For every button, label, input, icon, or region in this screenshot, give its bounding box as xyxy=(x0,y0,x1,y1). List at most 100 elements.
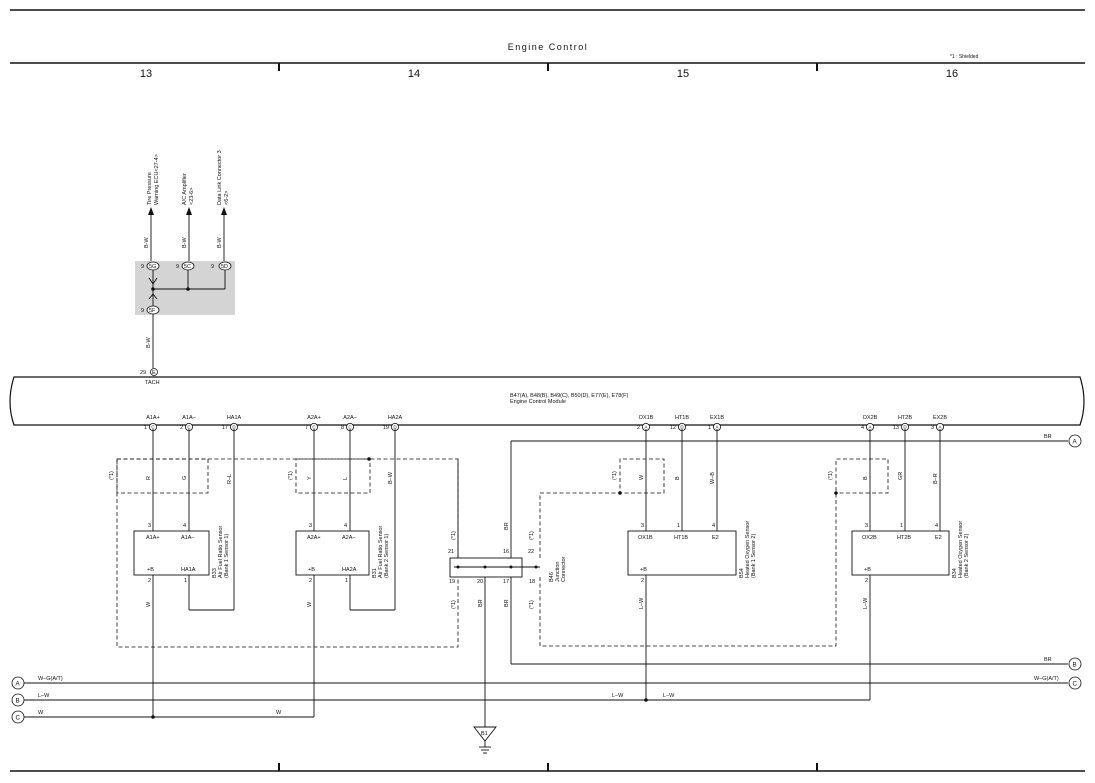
ecm-pin-conn-letter: D xyxy=(680,425,684,430)
bus-label: L–W xyxy=(612,693,624,699)
diagram-label: HT2B xyxy=(897,535,911,541)
sensor-b33 xyxy=(133,530,210,576)
bus-label: L–W xyxy=(38,693,50,699)
wire-label: BR xyxy=(478,599,484,607)
sensor-b31 xyxy=(295,530,370,576)
diagram-label: B xyxy=(16,698,20,705)
column-number: 13 xyxy=(140,68,152,80)
diagram-label: B46 xyxy=(549,572,555,582)
ecm-pin-conn-letter: A xyxy=(715,425,718,430)
ecm-pin-name: A1A+ xyxy=(146,415,160,421)
wire-label: BR xyxy=(504,522,510,530)
ecm-pin-number: 8 xyxy=(341,425,344,431)
wire-label: L–W xyxy=(863,597,869,609)
sensor-b54 xyxy=(627,530,737,576)
diagram-label: Junction xyxy=(555,562,561,583)
diagram-label: HT1B xyxy=(674,535,688,541)
wire-label: B–W xyxy=(388,471,394,484)
wire-label: Y xyxy=(307,476,313,480)
wire-label: W xyxy=(146,601,152,607)
diagram-label: 1 xyxy=(345,578,348,584)
diagram-label: 5C xyxy=(184,264,191,270)
diagram-label: Air Fuel Ratio Sensor xyxy=(378,526,384,578)
diagram-label: A2A– xyxy=(342,535,356,541)
wire-label: B-W xyxy=(182,237,188,249)
diagram-label: 2 xyxy=(865,578,868,584)
diagram-label: 5G xyxy=(149,264,156,270)
diagram-label: (*1) xyxy=(109,471,115,480)
diagram-label: +B xyxy=(640,567,647,573)
ecm-pin-conn-letter: D xyxy=(903,425,907,430)
diagram-label: B54 xyxy=(739,568,745,578)
diagram-label: 2 xyxy=(309,578,312,584)
diagram-label: 1 xyxy=(677,523,680,529)
wire-label: W–B xyxy=(710,472,716,484)
diagram-label: 9 xyxy=(211,264,214,270)
diagram-label: (Bank 2 Sensor 1) xyxy=(384,534,390,578)
diagram-label: 20 xyxy=(477,579,483,585)
bus-label: L–W xyxy=(663,693,675,699)
diagram-label: Warning ECU<27-4> xyxy=(154,154,160,205)
bus-label: W–G(A/T) xyxy=(38,676,63,682)
ecm-pin-name: A2A+ xyxy=(307,415,321,421)
ecm-pin-number: 12 xyxy=(670,425,676,431)
connector-c-left: C xyxy=(11,710,25,724)
diagram-label: <6-2> xyxy=(224,191,230,205)
diagram-label: B33 xyxy=(212,568,218,578)
ecm-pin-name: HT2B xyxy=(898,415,912,421)
diagram-label: B1 xyxy=(481,731,488,737)
ecm-pin-conn-letter: A xyxy=(644,425,647,430)
shield-outline xyxy=(116,458,459,648)
ecm-name: Engine Control Module xyxy=(510,399,566,405)
ecm-pin-conn-letter: C xyxy=(151,425,155,430)
ecm-pin-conn-letter: D xyxy=(232,425,236,430)
diagram-label: 3 xyxy=(148,523,151,529)
diagram-label: A1A+ xyxy=(146,535,160,541)
ecm-pin-conn-letter: C xyxy=(348,425,352,430)
diagram-label: 9 xyxy=(176,264,179,270)
diagram-label: 4 xyxy=(712,523,715,529)
diagram-label: (*1) xyxy=(828,471,834,480)
diagram-label: B31 xyxy=(372,568,378,578)
ecm-pin-name: EX1B xyxy=(710,415,724,421)
off-page-wire: BR xyxy=(1044,657,1052,663)
ecm-pin-name: HT1B xyxy=(675,415,689,421)
tach-conn: E xyxy=(152,370,156,376)
ecm-pin-number: 4 xyxy=(861,425,864,431)
sensor-b34 xyxy=(851,530,950,576)
column-number: 16 xyxy=(946,68,958,80)
connector-c-right: C xyxy=(1068,676,1082,690)
diagram-label: A2A+ xyxy=(307,535,321,541)
diagram-label: 5F xyxy=(149,308,156,314)
ecm-pin-name: EX2B xyxy=(933,415,947,421)
wire-label: B xyxy=(863,476,869,480)
diagram-label: 22 xyxy=(528,549,534,555)
diagram-label: 4 xyxy=(183,523,186,529)
ecm-pin-number: 3 xyxy=(931,425,934,431)
diagram-label: (Bank 1 Sensor 1) xyxy=(224,534,230,578)
wire-label: B-W xyxy=(217,237,223,249)
diagram-label: (*1) xyxy=(288,471,294,480)
diagram-label: Connector xyxy=(561,556,567,582)
ecm-pin-conn-letter: C xyxy=(187,425,191,430)
diagram-label: A xyxy=(1073,439,1078,446)
bus-label: W xyxy=(276,710,282,716)
ecm-pin-name: OX1B xyxy=(639,415,654,421)
ecm-pin-number: 19 xyxy=(383,425,389,431)
diagram-label: (Bank 2 Sensor 2) xyxy=(964,534,970,578)
column-number: 14 xyxy=(408,68,420,80)
ecm-pin-number: 7 xyxy=(305,425,308,431)
connector-b-right: B xyxy=(1068,657,1082,671)
diagram-label: OX2B xyxy=(862,535,877,541)
diagram-label: (*1) xyxy=(451,531,457,540)
ecm-pin-conn-letter: A xyxy=(868,425,871,430)
diagram-label: 3 xyxy=(865,523,868,529)
ground-icon: B1 xyxy=(473,726,497,754)
diagram-label: A/C Amplifier xyxy=(182,173,188,205)
diagram-label: C xyxy=(16,715,21,722)
connector-b-left: B xyxy=(11,693,25,707)
arrow-icon xyxy=(148,207,227,215)
page-title: Engine Control xyxy=(508,42,589,52)
diagram-label: 2 xyxy=(641,578,644,584)
